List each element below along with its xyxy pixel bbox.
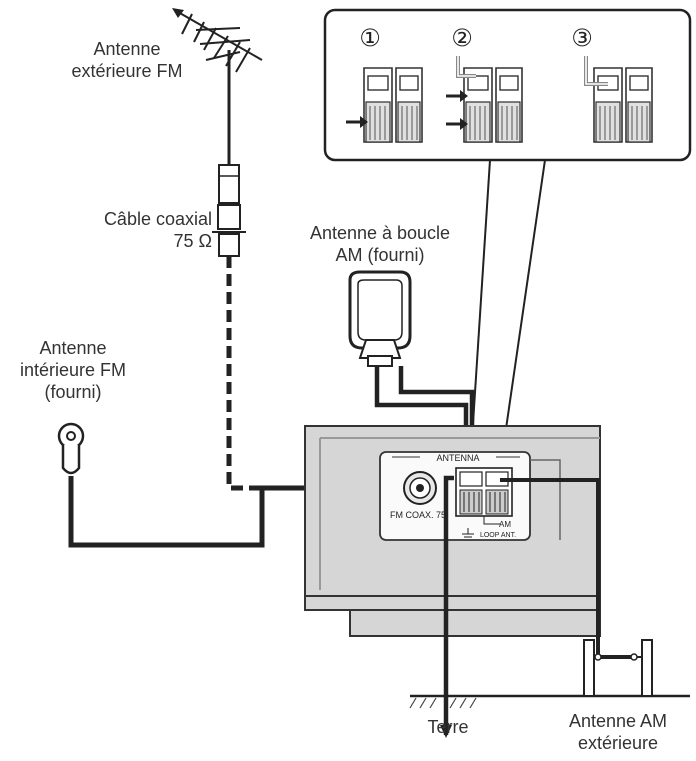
receiver-rear-panel: ANTENNA FM COAX. 75 AM LOOP ANT. [304,425,601,658]
panel-am-label: AM [499,520,511,529]
fm-outdoor-label-line2: extérieure FM [71,61,183,81]
fm-indoor-label-line2: intérieure FM [19,360,127,380]
am-outdoor-label-line2: extérieure [577,733,659,753]
ground-label: Terre [408,716,488,738]
step-1-terminal-icon [346,67,423,143]
step-inset-box: ① ② ③ [323,8,692,471]
fm-indoor-label-line3: (fourni) [44,382,102,402]
fm-indoor-antenna-label: Antenne intérieure FM (fourni) [8,337,138,403]
step-3-number: ③ [571,25,593,52]
ground-surface-line [409,694,690,709]
fm-indoor-label-line1: Antenne [39,338,107,358]
panel-fm-jack-label: FM COAX. 75 [390,510,446,520]
step-2-number: ② [451,25,473,52]
step-2-terminal-icon [446,56,523,143]
ground-wire-line [443,475,454,735]
step-1-number: ① [359,25,381,52]
fm-outdoor-label-line1: Antenne [93,39,161,59]
step-3-terminal-icon [584,56,653,143]
am-loop-label-line2: AM (fourni) [335,245,425,265]
panel-antenna-title: ANTENNA [436,453,479,463]
coax-label-line1: Câble coaxial [103,209,212,229]
am-loop-label-line1: Antenne à boucle [309,223,451,243]
am-outdoor-label-line1: Antenne AM [568,711,668,731]
am-loop-antenna-label: Antenne à boucle AM (fourni) [285,222,475,266]
panel-loop-label: LOOP ANT. [480,532,516,539]
ground-label-text: Terre [427,717,469,737]
am-outdoor-antenna-label: Antenne AM extérieure [548,710,688,754]
coax-cable-label: Câble coaxial 75 Ω [72,208,212,252]
fm-outdoor-antenna-icon [172,8,263,257]
am-outdoor-antenna-icon [583,639,653,697]
coax-label-line2: 75 Ω [173,231,212,251]
coax-cable-line [226,256,262,491]
fm-outdoor-antenna-label: Antenne extérieure FM [62,38,192,82]
